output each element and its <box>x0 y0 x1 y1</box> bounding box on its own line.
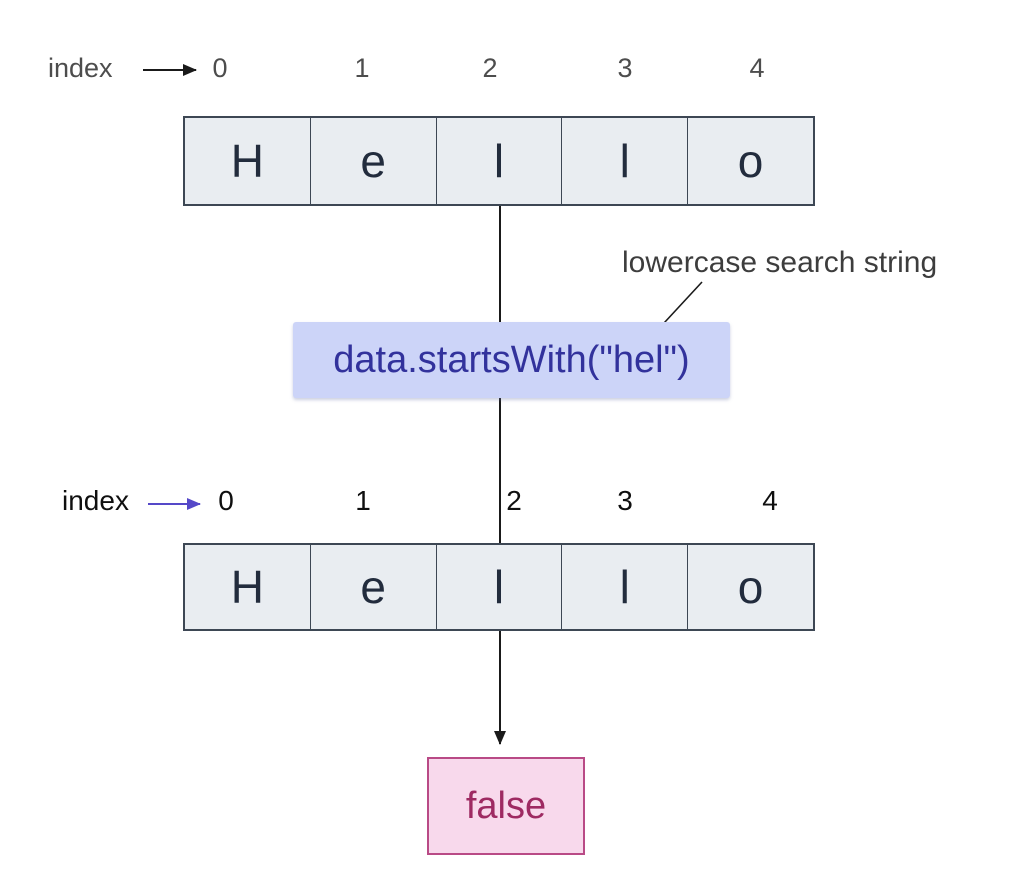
array-cell: l <box>435 118 562 204</box>
top-index-number-2: 2 <box>482 53 498 83</box>
top-index-number-1: 1 <box>354 53 370 83</box>
cell-letter: H <box>230 135 265 187</box>
string-array-top: H e l l o <box>183 116 815 206</box>
cell-letter: l <box>493 135 505 187</box>
top-index-label: index <box>48 53 113 83</box>
array-cell: o <box>687 545 813 629</box>
top-index-number-0: 0 <box>212 53 228 83</box>
cell-letter: e <box>360 135 386 187</box>
cell-letter: H <box>230 561 265 613</box>
bottom-index-label: index <box>62 485 129 516</box>
result-label: false <box>465 784 547 827</box>
cell-letter: o <box>737 135 764 187</box>
array-cell: e <box>309 118 436 204</box>
bottom-index-number-2: 2 <box>506 485 522 516</box>
string-array-bottom: H e l l o <box>183 543 815 631</box>
array-cell: l <box>561 118 688 204</box>
cell-letter: o <box>737 561 764 613</box>
top-index-number-3: 3 <box>617 53 633 83</box>
cell-letter: l <box>493 561 505 613</box>
cell-letter: l <box>619 561 630 613</box>
array-cell: H <box>185 545 310 629</box>
bottom-index-number-0: 0 <box>218 485 234 516</box>
array-cell: l <box>561 545 688 629</box>
top-index-number-4: 4 <box>749 53 765 83</box>
bottom-index-number-1: 1 <box>355 485 371 516</box>
cell-letter: e <box>360 561 386 613</box>
result-box: false <box>427 757 585 855</box>
array-cell: H <box>185 118 310 204</box>
method-call-box: data.startsWith("hel") <box>293 322 730 398</box>
array-cell: e <box>309 545 436 629</box>
annotation-label: lowercase search string <box>622 246 938 279</box>
method-call-code: data.startsWith("hel") <box>333 338 690 381</box>
bottom-index-number-3: 3 <box>617 485 633 516</box>
bottom-index-number-4: 4 <box>762 485 778 516</box>
array-cell: o <box>687 118 813 204</box>
cell-letter: l <box>619 135 630 187</box>
array-cell: l <box>435 545 562 629</box>
